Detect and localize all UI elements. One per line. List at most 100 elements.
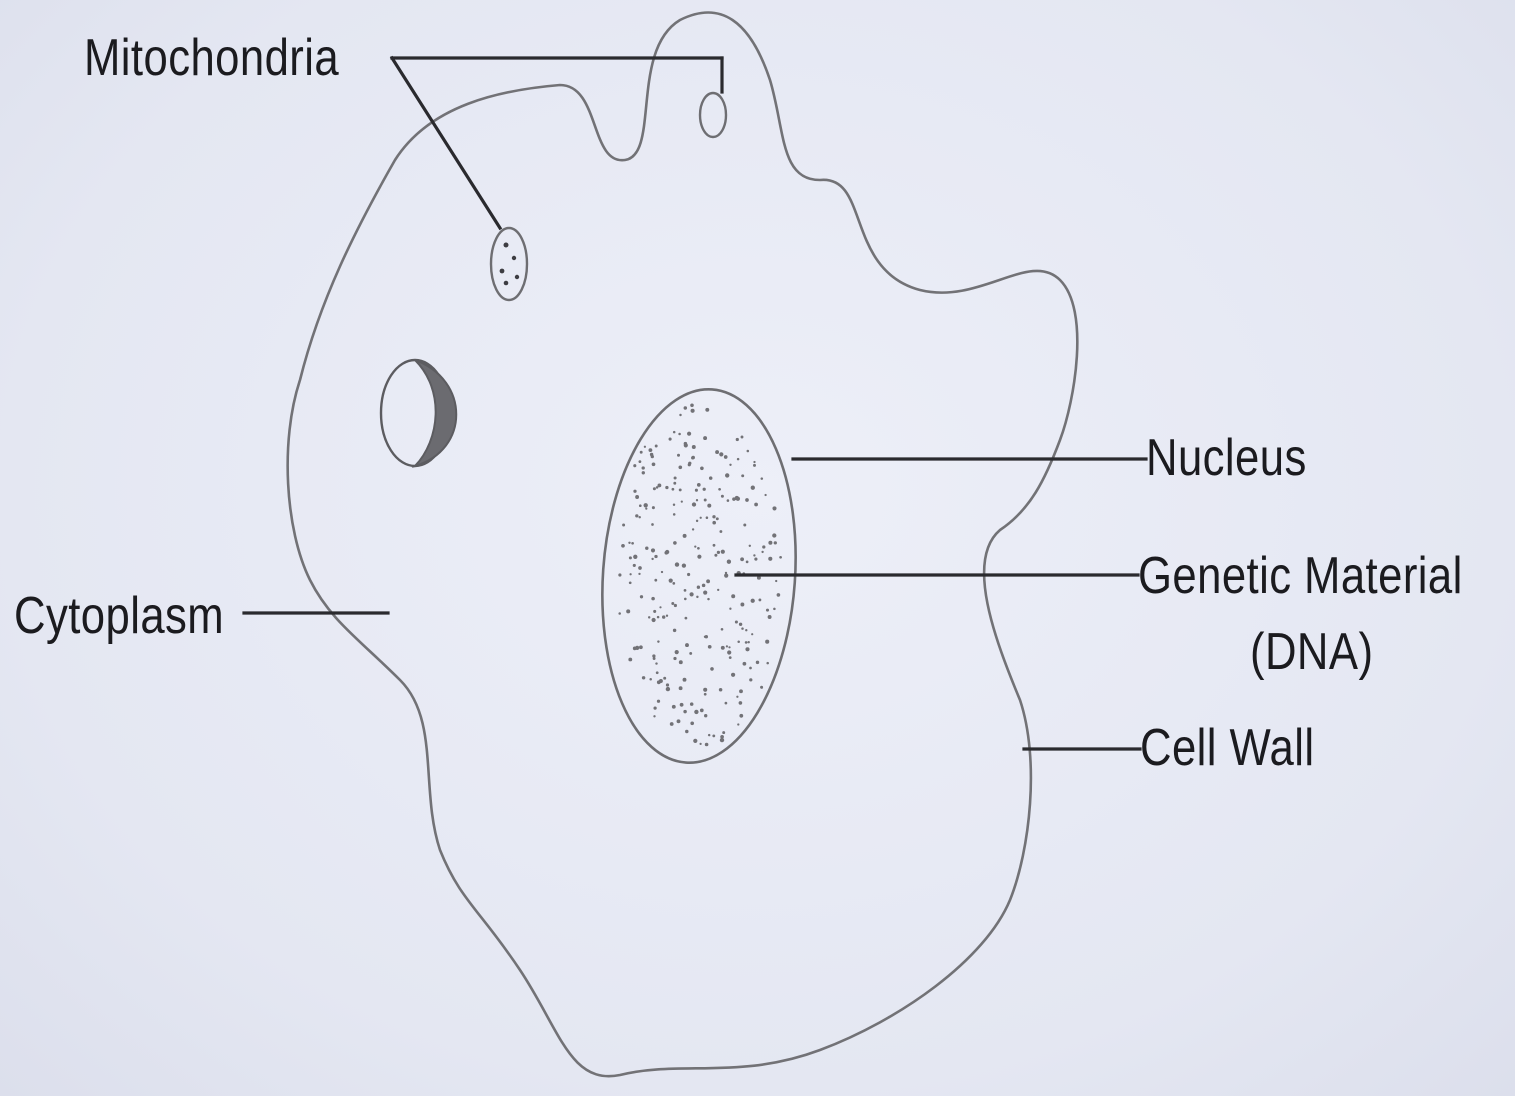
genetic-material-dot [638, 516, 640, 518]
genetic-material-dot [737, 458, 740, 461]
genetic-material-dot [690, 592, 694, 596]
genetic-material-dot [768, 557, 772, 561]
genetic-material-dot [695, 489, 698, 492]
genetic-material-dot [651, 597, 655, 601]
genetic-material-dot [751, 633, 753, 635]
genetic-material-dot [700, 709, 704, 713]
genetic-material-dot [753, 461, 755, 463]
genetic-material-dot [735, 496, 739, 500]
genetic-material-dot [673, 513, 676, 516]
genetic-material-dot [688, 463, 691, 466]
genetic-material-dot [761, 477, 764, 480]
genetic-material-dot [684, 406, 687, 409]
genetic-material-dot [705, 408, 709, 412]
genetic-material-dot [721, 628, 724, 631]
genetic-material-dot [704, 693, 707, 696]
genetic-material-dot [659, 679, 663, 683]
genetic-material-dot [735, 620, 738, 623]
genetic-material-dot [708, 734, 710, 736]
genetic-material-dot [679, 660, 683, 664]
genetic-material-dot [694, 545, 696, 547]
genetic-material-dot [652, 506, 655, 509]
genetic-material-dot [642, 676, 645, 679]
genetic-material-dot [635, 495, 639, 499]
genetic-material-dot [737, 641, 740, 644]
genetic-material-dot [727, 650, 731, 654]
genetic-material-dot [654, 579, 657, 582]
genetic-material-dot [766, 662, 769, 665]
genetic-material-dot [692, 445, 696, 449]
genetic-material-dot [707, 598, 709, 600]
genetic-material-dot [714, 554, 717, 557]
genetic-material-dot [719, 688, 723, 692]
genetic-material-dot [715, 450, 719, 454]
genetic-material-dot [639, 460, 642, 463]
genetic-material-dot [721, 646, 725, 650]
genetic-material-dot [743, 662, 747, 666]
genetic-material-dot [674, 604, 677, 607]
genetic-material-dot [640, 595, 643, 598]
genetic-material-dot [716, 517, 719, 520]
genetic-material-dot [633, 555, 637, 559]
genetic-material-dot [673, 504, 675, 506]
genetic-material-dot [719, 452, 723, 456]
genetic-material-dot [765, 640, 769, 644]
genetic-material-dot [629, 573, 631, 575]
genetic-material-dot [739, 689, 743, 693]
genetic-material-dot [685, 643, 689, 647]
genetic-material-dot [692, 502, 696, 506]
genetic-material-dot [754, 558, 757, 561]
label-genetic-material: Genetic Material [1138, 550, 1463, 602]
genetic-material-dot [766, 609, 769, 612]
mitochondrion-dotted [491, 228, 527, 300]
genetic-material-dot [677, 454, 680, 457]
genetic-material-dot [670, 722, 674, 726]
genetic-material-dot [712, 521, 716, 525]
genetic-material-dot [628, 542, 630, 544]
genetic-material-dot [777, 593, 781, 597]
genetic-material-dot [653, 487, 656, 490]
genetic-material-dot [685, 617, 688, 620]
genetic-material-dot [687, 432, 691, 436]
genetic-material-dot [669, 579, 673, 583]
genetic-material-dot [680, 703, 684, 707]
genetic-material-dot [665, 550, 669, 554]
genetic-material-dot [772, 506, 776, 510]
genetic-material-dot [761, 551, 763, 553]
genetic-material-dot [703, 488, 706, 491]
genetic-material-dot [663, 677, 666, 680]
genetic-material-dot [697, 555, 701, 559]
genetic-material-dot [644, 503, 648, 507]
genetic-material-dot [657, 700, 660, 703]
genetic-material-dot [697, 586, 700, 589]
genetic-material-dot [704, 499, 707, 502]
genetic-material-dot [666, 615, 668, 617]
genetic-material-dot [675, 562, 679, 566]
genetic-material-dot [719, 530, 722, 533]
genetic-material-dot [672, 705, 676, 709]
genetic-material-dot [653, 610, 656, 613]
genetic-material-dot [731, 594, 735, 598]
genetic-material-dot [678, 465, 682, 469]
genetic-material-dot [736, 696, 738, 698]
genetic-material-dot [653, 715, 655, 717]
genetic-material-dot [622, 524, 625, 527]
genetic-material-dot [633, 647, 637, 651]
genetic-material-dot [712, 735, 715, 738]
genetic-material-dot [642, 466, 645, 469]
genetic-material-dot [661, 571, 663, 573]
genetic-material-dot [747, 641, 749, 643]
genetic-material-dot [638, 566, 642, 570]
label-cytoplasm: Cytoplasm [14, 590, 224, 642]
genetic-material-dot [708, 645, 712, 649]
label-cell-wall: Cell Wall [1140, 722, 1314, 774]
genetic-material-dot [666, 687, 670, 691]
label-mitochondria: Mitochondria [84, 32, 339, 84]
genetic-material-dot [652, 618, 656, 622]
genetic-material-dot [662, 615, 665, 618]
genetic-material-dot [745, 647, 749, 651]
genetic-material-dot [693, 739, 697, 743]
genetic-material-dot [749, 667, 752, 670]
genetic-material-dot [655, 445, 658, 448]
